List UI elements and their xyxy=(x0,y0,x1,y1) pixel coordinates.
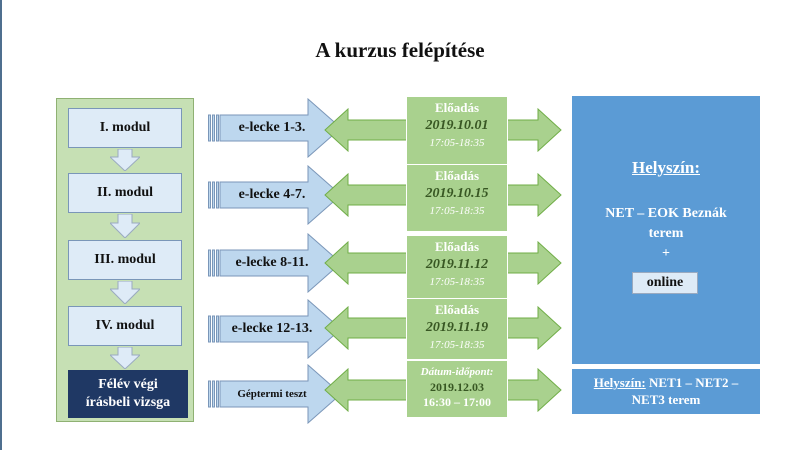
module-box-2: II. modul xyxy=(68,173,182,213)
lesson-label-4: e-lecke 12-13. xyxy=(231,321,313,336)
venue-plus: + xyxy=(662,246,670,261)
final-exam-line-2: írásbeli vizsga xyxy=(85,395,171,410)
online-badge: online xyxy=(632,272,698,294)
lesson-label-1: e-lecke 1-3. xyxy=(238,120,306,135)
lecture-time-3: 17:05-18:35 xyxy=(429,276,485,288)
final-exam-line-1: Félév végi xyxy=(98,377,158,392)
down-arrow-2 xyxy=(110,214,140,238)
lecture-date-1: 2019.10.01 xyxy=(425,118,489,133)
exam-session-time: 16:30 – 17:00 xyxy=(423,395,491,409)
lecture-time-1: 17:05-18:35 xyxy=(429,137,485,149)
lesson-arrow-3: e-lecke 8-11. xyxy=(208,233,342,293)
down-arrow-3 xyxy=(110,281,140,304)
lecture-box-3: Előadás 2019.11.12 17:05-18:35 xyxy=(406,235,508,299)
lecture-time-2: 17:05-18:35 xyxy=(429,205,485,217)
lesson-label-5: Géptermi teszt xyxy=(237,388,307,400)
lecture-date-2: 2019.10.15 xyxy=(425,186,489,201)
lecture-title-2: Előadás xyxy=(434,168,480,183)
final-exam-box: Félév végi írásbeli vizsga xyxy=(68,370,188,418)
lecture-time-4: 17:05-18:35 xyxy=(429,339,485,351)
exam-venue-panel: Helyszín: NET1 – NET2 – NET3 terem xyxy=(572,369,760,414)
exam-venue-text-1: NET1 – NET2 – xyxy=(645,375,739,390)
venue-panel: Helyszín: NET – EOK Beznák terem + onlin… xyxy=(572,96,760,364)
module-box-1: I. modul xyxy=(68,108,182,148)
lesson-arrow-5: Géptermi teszt xyxy=(208,364,342,424)
venue-heading: Helyszín: xyxy=(632,158,700,177)
down-arrow-1 xyxy=(110,149,140,171)
lecture-title-4: Előadás xyxy=(434,302,480,317)
lecture-date-3: 2019.11.12 xyxy=(425,257,489,272)
lesson-label-2: e-lecke 4-7. xyxy=(238,187,306,202)
lecture-box-1: Előadás 2019.10.01 17:05-18:35 xyxy=(406,96,508,166)
lecture-title-3: Előadás xyxy=(434,239,480,254)
page-title: A kurzus felépítése xyxy=(315,38,485,62)
lecture-title-1: Előadás xyxy=(434,100,480,115)
lesson-arrow-4: e-lecke 12-13. xyxy=(208,299,342,359)
exam-venue-line-1: Helyszín: NET1 – NET2 – xyxy=(572,374,760,391)
exam-session-box: Dátum-időpont: 2019.12.03 16:30 – 17:00 xyxy=(406,360,508,418)
down-arrow-4 xyxy=(110,347,140,369)
exam-venue-heading: Helyszín: xyxy=(593,375,646,390)
lesson-arrow-2: e-lecke 4-7. xyxy=(208,165,342,225)
venue-line-2: terem xyxy=(648,226,684,241)
exam-session-date: 2019.12.03 xyxy=(430,380,484,394)
exam-session-title: Dátum-időpont: xyxy=(420,366,494,378)
module-box-3: III. modul xyxy=(68,240,182,280)
venue-line-1: NET – EOK Beznák xyxy=(605,206,727,221)
lecture-box-2: Előadás 2019.10.15 17:05-18:35 xyxy=(406,164,508,232)
module-box-4: IV. modul xyxy=(68,306,182,346)
lecture-box-4: Előadás 2019.11.19 17:05-18:35 xyxy=(406,298,508,360)
left-edge-rule xyxy=(0,0,2,450)
lesson-arrow-1: e-lecke 1-3. xyxy=(208,98,342,158)
lesson-label-3: e-lecke 8-11. xyxy=(235,255,309,270)
lecture-date-4: 2019.11.19 xyxy=(425,320,489,335)
exam-venue-text-2: NET3 terem xyxy=(631,392,701,407)
